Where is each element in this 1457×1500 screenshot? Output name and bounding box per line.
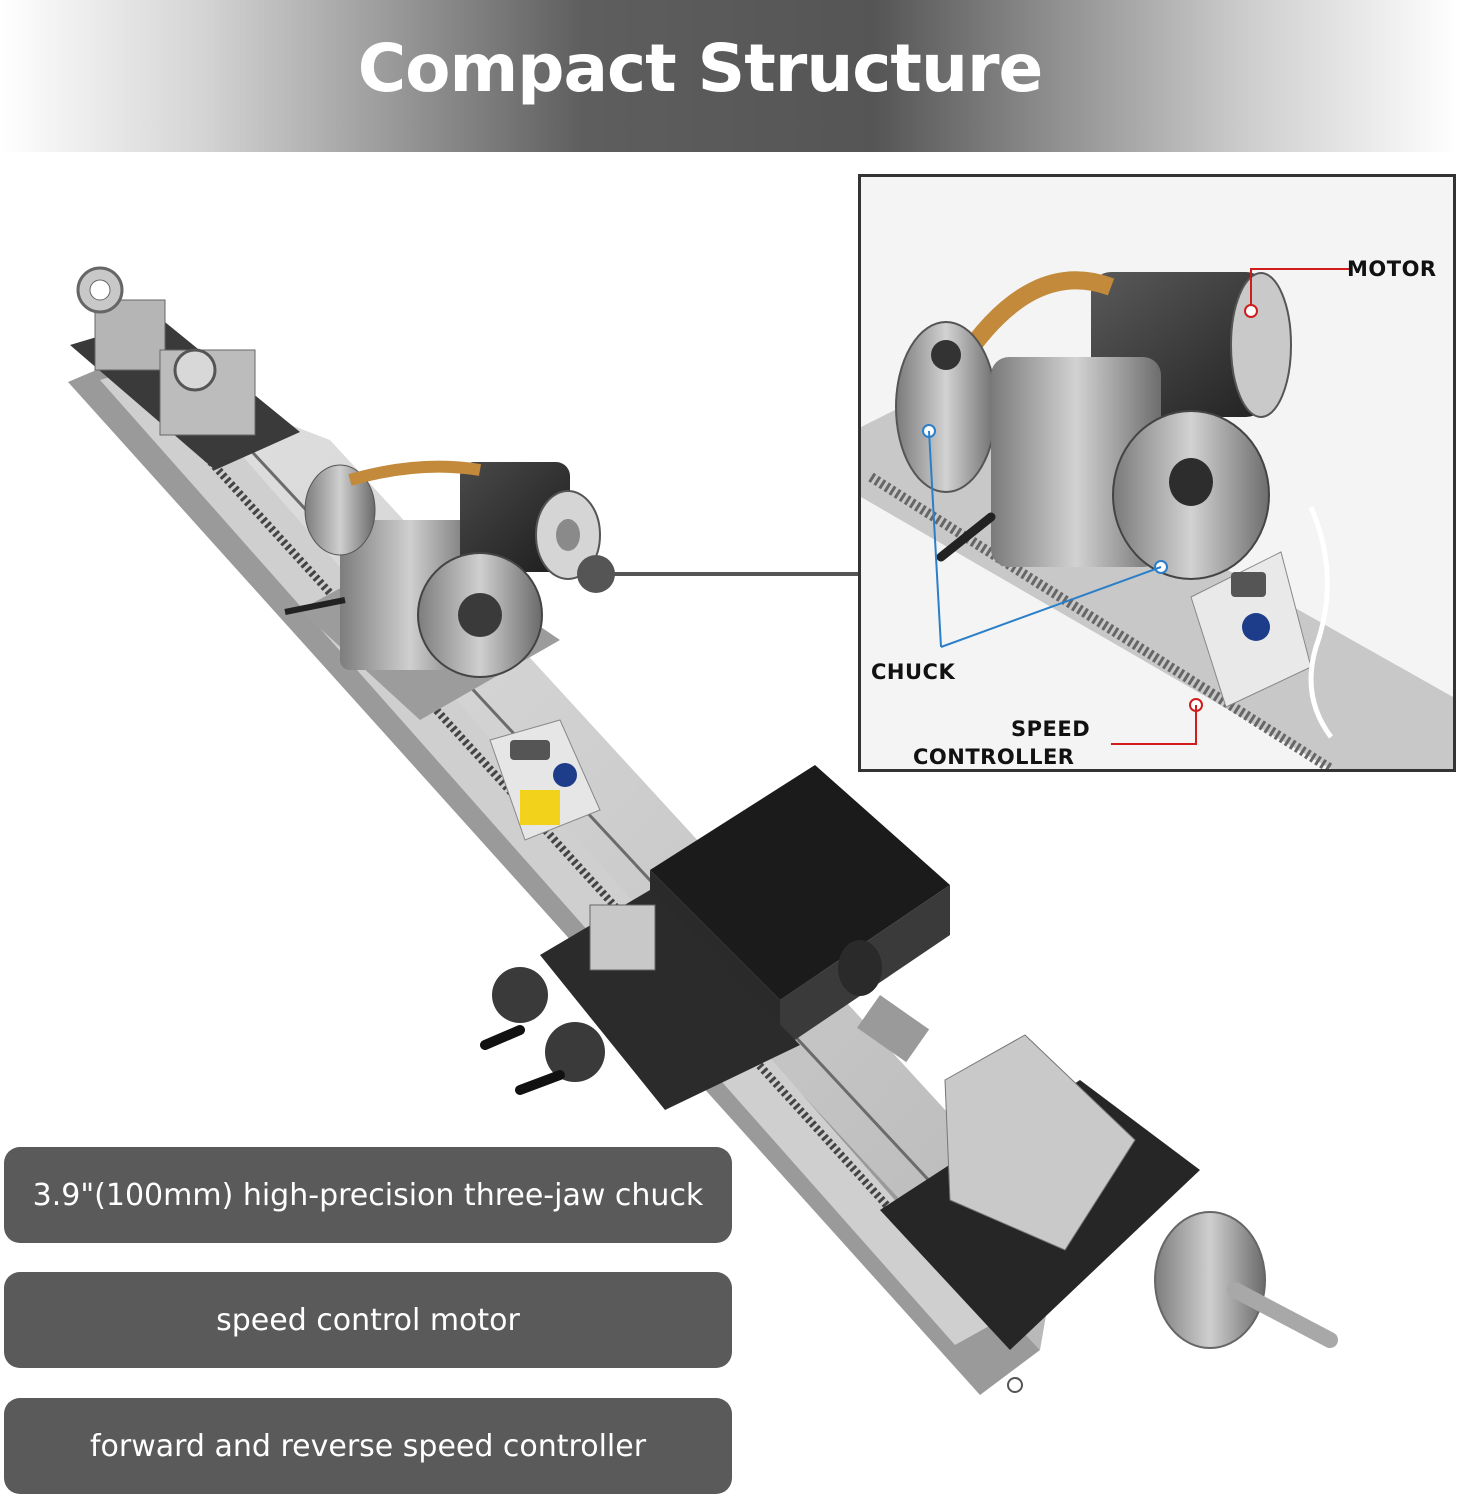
lathe-product-photo xyxy=(68,266,1338,1395)
title-banner: Compact Structure xyxy=(0,0,1457,152)
front-tailstock xyxy=(838,940,1338,1350)
feature-chuck: 3.9"(100mm) high-precision three-jaw chu… xyxy=(4,1147,732,1243)
speed-controller-box xyxy=(489,719,601,841)
closeup-photo xyxy=(861,268,1453,769)
chuck-label: CHUCK xyxy=(871,660,956,684)
speed-controller-label-line2: CONTROLLER xyxy=(913,745,1075,769)
speed-controller-label-line1: SPEED xyxy=(1011,717,1091,741)
back-tailstock xyxy=(70,266,300,470)
page-title: Compact Structure xyxy=(357,30,1044,107)
headstock-assembly xyxy=(284,460,601,720)
feature-speed-controller: forward and reverse speed controller xyxy=(4,1398,732,1494)
feature-motor: speed control motor xyxy=(4,1272,732,1368)
motor-label: MOTOR xyxy=(1347,257,1437,281)
closeup-inset: MOTOR CHUCK SPEED CONTROLLER xyxy=(858,174,1456,772)
callout-pointer xyxy=(577,555,858,593)
